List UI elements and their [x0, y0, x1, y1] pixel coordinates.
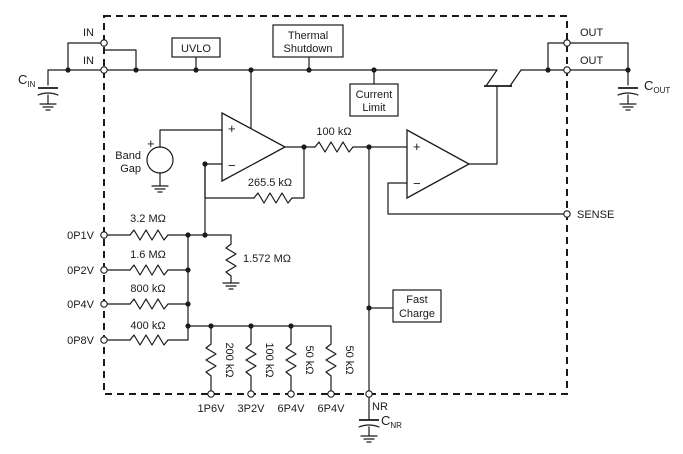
nr-pin	[365, 390, 373, 398]
bandgap-source	[146, 129, 223, 193]
pin-0p1v-label: 0P1V	[67, 230, 95, 242]
r-100k-vertical-label: 100 kΩ	[263, 342, 275, 377]
fast-charge-line1: Fast	[406, 294, 427, 306]
fast-charge-line2: Charge	[399, 308, 435, 320]
pin-0p4v-label: 0P4V	[67, 299, 95, 311]
err-amp-plus: +	[413, 139, 421, 154]
current-limit-line1: Current	[356, 89, 393, 101]
r-200k-label: 200 kΩ	[223, 342, 235, 377]
pin-3p2v	[247, 390, 255, 398]
nr-line	[358, 146, 394, 443]
pin-1p6v	[207, 390, 215, 398]
fast-charge-block	[392, 289, 442, 323]
pin-1p6v-label: 1P6V	[198, 403, 226, 415]
r-1m6-label: 1.6 MΩ	[130, 249, 166, 261]
r-50k-b-label: 50 kΩ	[343, 345, 355, 374]
pin-6p4v-a-label: 6P4V	[278, 403, 306, 415]
r-265k-label: 265.5 kΩ	[248, 177, 292, 189]
thermal-shutdown-block	[272, 24, 344, 58]
r-800k-label: 800 kΩ	[130, 283, 165, 295]
r-100k-label: 100 kΩ	[316, 126, 351, 138]
pin-0p4v	[100, 300, 108, 308]
pin-6p4v-b	[327, 390, 335, 398]
reference-amplifier	[221, 111, 287, 183]
sense-pin	[563, 210, 571, 218]
thermal-label-line1: Thermal	[288, 30, 328, 42]
out-pin-bottom	[563, 66, 571, 74]
pass-transistor	[468, 69, 549, 165]
current-limit-line2: Limit	[362, 102, 385, 114]
pin-0p8v-label: 0P8V	[67, 335, 95, 347]
bandgap-label-line1: Band	[115, 150, 141, 162]
resistor-ladder	[103, 163, 337, 395]
in-pin-bottom	[100, 66, 108, 74]
cin-label: CIN	[18, 72, 36, 89]
out-pin-top	[563, 39, 571, 47]
bandgap-label-line2: Gap	[120, 163, 141, 175]
pin-0p1v	[100, 231, 108, 239]
pin-0p2v	[100, 266, 108, 274]
nr-pin-label: NR	[372, 401, 388, 413]
sense-pin-label: SENSE	[577, 209, 614, 221]
device-boundary	[103, 15, 568, 395]
input-rail	[37, 42, 498, 111]
pin-6p4v-b-label: 6P4V	[318, 403, 346, 415]
pin-6p4v-a	[287, 390, 295, 398]
pin-3p2v-label: 3P2V	[238, 403, 266, 415]
r-50k-a-label: 50 kΩ	[303, 345, 315, 374]
err-amp-minus: −	[413, 176, 421, 191]
uvlo-block	[171, 37, 221, 58]
cnr-label: CNR	[381, 413, 402, 430]
in-pin-bottom-label: IN	[83, 55, 94, 67]
r-1m572-label: 1.572 MΩ	[243, 253, 291, 265]
current-limit-block	[349, 83, 399, 117]
pin-0p2v-label: 0P2V	[67, 265, 95, 277]
bandgap-plus: +	[147, 136, 155, 151]
error-amplifier	[406, 128, 471, 200]
output-rail	[545, 42, 639, 111]
uvlo-label: UVLO	[181, 43, 211, 55]
ref-amp-minus: −	[228, 158, 236, 173]
out-pin-bottom-label: OUT	[580, 55, 604, 67]
r-3m2-label: 3.2 MΩ	[130, 213, 166, 225]
thermal-label-line2: Shutdown	[284, 43, 333, 55]
sense-wire	[387, 182, 568, 215]
r-400k-label: 400 kΩ	[130, 320, 165, 332]
in-pin-top-label: IN	[83, 27, 94, 39]
cout-label: COUT	[644, 78, 670, 95]
pin-0p8v	[100, 336, 108, 344]
ref-amp-plus: +	[228, 121, 236, 136]
in-pin-top	[100, 39, 108, 47]
out-pin-top-label: OUT	[580, 27, 604, 39]
